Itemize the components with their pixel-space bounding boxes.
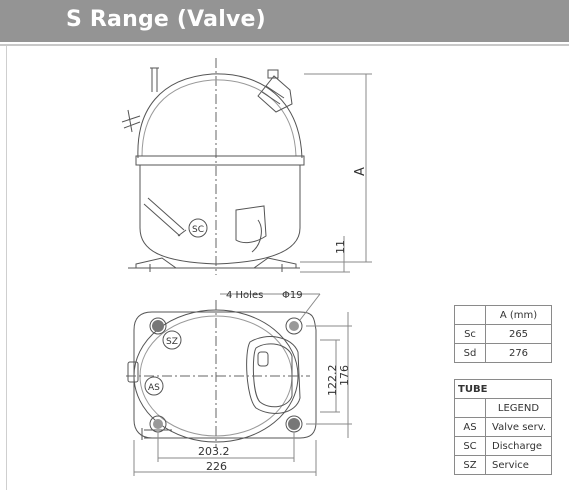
tag-sc: SC	[192, 225, 204, 235]
frame-left-line	[6, 46, 7, 490]
table-row: A (mm)	[454, 305, 552, 325]
table-cell: Discharge	[485, 436, 552, 456]
table-row: SC Discharge	[454, 436, 552, 456]
dim-vertical-inner: 122.2	[326, 365, 339, 397]
tag-as: AS	[148, 383, 160, 393]
table-cell: Sd	[454, 343, 486, 363]
table-cell: SZ	[454, 455, 486, 475]
table-cell: 276	[485, 343, 552, 363]
header-bar: S Range (Valve)	[0, 0, 569, 42]
table-header-cell: A (mm)	[485, 305, 552, 325]
dim-vertical-outer: 176	[338, 365, 351, 386]
tube-legend-table: TUBE LEGEND AS Valve serv. SC Discharge …	[454, 379, 552, 475]
compressor-elevation-view	[121, 58, 372, 275]
table-cell	[454, 305, 486, 325]
table-row: Sc 265	[454, 324, 552, 344]
table-cell: AS	[454, 417, 486, 437]
table-title: TUBE	[454, 379, 552, 399]
table-row: LEGEND	[454, 398, 552, 418]
header-underline	[0, 44, 569, 46]
table-row: TUBE	[454, 379, 552, 399]
table-row: AS Valve serv.	[454, 417, 552, 437]
page-title: S Range (Valve)	[66, 7, 266, 32]
dim-horizontal-outer: 226	[206, 460, 227, 473]
table-cell: Valve serv.	[485, 417, 552, 437]
dimension-table: A (mm) Sc 265 Sd 276	[454, 305, 552, 363]
table-cell: SC	[454, 436, 486, 456]
hole-diameter-label: Φ19	[282, 290, 303, 301]
table-row: SZ Service	[454, 455, 552, 475]
table-cell: Service	[485, 455, 552, 475]
table-row: Sd 276	[454, 343, 552, 363]
table-cell: Sc	[454, 324, 486, 344]
dim-height-label: A	[353, 167, 368, 176]
table-header-cell: LEGEND	[485, 398, 552, 418]
table-cell: 265	[485, 324, 552, 344]
tag-sz: SZ	[166, 337, 178, 347]
dim-horizontal-inner: 203.2	[198, 445, 230, 458]
table-cell	[454, 398, 486, 418]
compressor-plan-view	[126, 293, 352, 476]
holes-label: 4 Holes	[226, 290, 263, 301]
dim-base-label: 11	[334, 240, 347, 254]
